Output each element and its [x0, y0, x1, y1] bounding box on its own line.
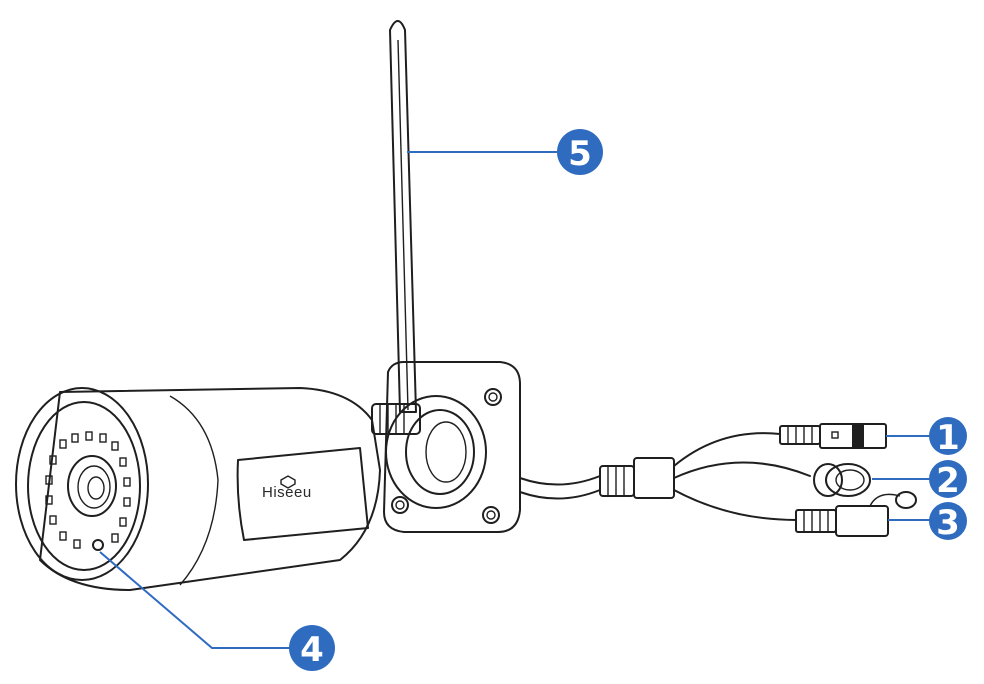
- callout-2-number: 2: [936, 461, 960, 501]
- callout-3-number: 3: [936, 503, 960, 543]
- light-sensor: [92, 539, 104, 551]
- callout-5-number: 5: [568, 134, 592, 174]
- callout-2: 2: [929, 460, 967, 501]
- callout-3: 3: [929, 502, 967, 543]
- callout-5: 5: [557, 129, 603, 175]
- cable-assembly: [519, 423, 917, 537]
- brand-logo: Hiseeu: [262, 484, 312, 501]
- callout-4-number: 4: [300, 630, 324, 670]
- antenna: [371, 20, 421, 435]
- mount-plate: [383, 361, 521, 533]
- callout-1-number: 1: [936, 418, 960, 458]
- dc-connector: [835, 505, 889, 537]
- leader-line-4: [99, 551, 292, 649]
- callout-1: 1: [929, 417, 967, 458]
- network-port: [825, 463, 871, 497]
- camera-body: Hiseeu: [15, 387, 381, 591]
- callout-4: 4: [289, 625, 335, 671]
- ir-led-ring: [45, 431, 131, 549]
